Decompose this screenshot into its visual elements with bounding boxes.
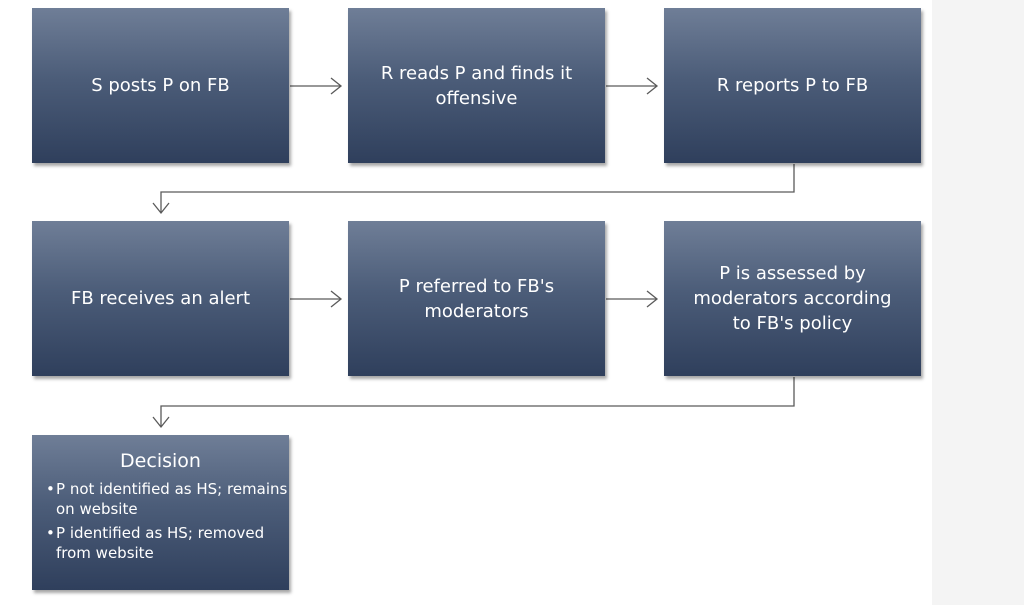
step-r-reports-label: R reports P to FB [716,75,869,96]
step-r-reads-box: R reads P and finds it offensive [348,8,605,163]
arrow-s-posts-to-r-reads [290,77,343,95]
step-assessed-label: P is assessed by moderators according to… [693,263,892,334]
decision-bullet-item: • P identified as HS; removed from websi… [46,523,289,563]
step-fb-alert-label: FB receives an alert [70,288,251,309]
bullet-glyph: • [46,480,55,498]
side-strip [932,0,1024,605]
arrow-fb-alert-to-referred [290,290,343,308]
arrow-r-reads-to-r-reports [606,77,659,95]
decision-title: Decision [120,450,201,472]
step-assessed-box: P is assessed by moderators according to… [664,221,921,376]
step-r-reports-box: R reports P to FB [664,8,921,163]
decision-bullet-text: P identified as HS; removed from website [56,524,265,562]
step-s-posts-label: S posts P on FB [91,75,230,96]
step-fb-alert-box: FB receives an alert [32,221,289,376]
arrow-assessed-to-decision [152,377,795,429]
decision-bullet-item: • P not identified as HS; remains on web… [46,479,289,519]
step-r-reads-label: R reads P and finds it offensive [380,62,573,109]
step-referred-label: P referred to FB's moderators [398,275,555,322]
bullet-glyph: • [46,524,55,542]
arrow-r-reports-to-fb-alert [152,164,795,215]
decision-bullet-text: P not identified as HS; remains on websi… [56,480,288,518]
step-s-posts-box: S posts P on FB [32,8,289,163]
step-referred-box: P referred to FB's moderators [348,221,605,376]
decision-list: • P not identified as HS; remains on web… [32,479,289,563]
decision-box: Decision • P not identified as HS; remai… [32,435,289,590]
arrow-referred-to-assessed [606,290,659,308]
